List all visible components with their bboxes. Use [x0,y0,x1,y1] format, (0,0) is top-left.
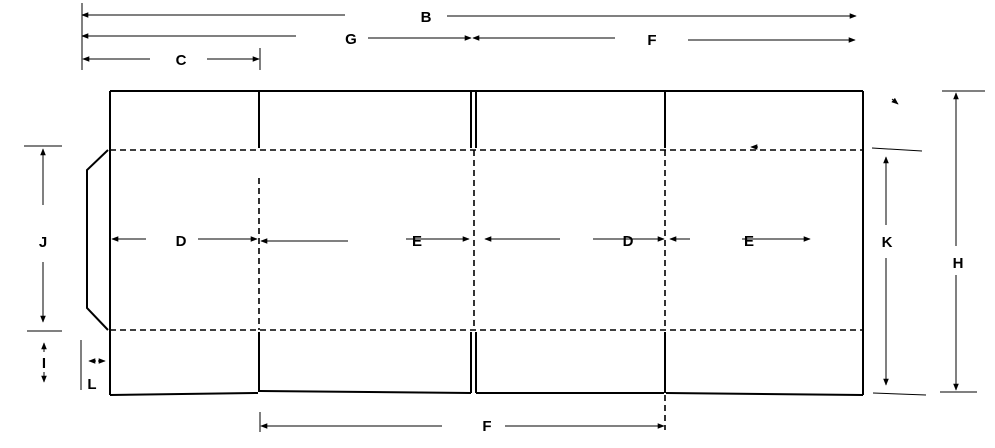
label-e-left: E [412,233,422,250]
label-e-right: E [744,233,754,250]
label-b: B [421,9,432,26]
glue-flap [86,149,109,331]
label-g: G [345,31,357,48]
label-f-top: F [647,32,656,49]
label-k: K [882,234,893,251]
stray-arrow-top-right [891,97,899,105]
outline-bottom-edge-2 [259,390,472,394]
outline-bottom-edge-4 [665,392,864,396]
label-h: H [953,255,964,272]
label-c: C [176,52,187,69]
outline-bottom-edge-1 [109,392,259,396]
label-f-bottom: F [482,418,491,435]
ref-line-k-top [871,147,923,152]
ref-line-k-bottom [872,392,927,396]
label-d-right: D [623,233,634,250]
label-i: I [42,355,46,372]
label-l: L [87,376,96,393]
label-d-left: D [176,233,187,250]
label-j: J [39,234,47,251]
